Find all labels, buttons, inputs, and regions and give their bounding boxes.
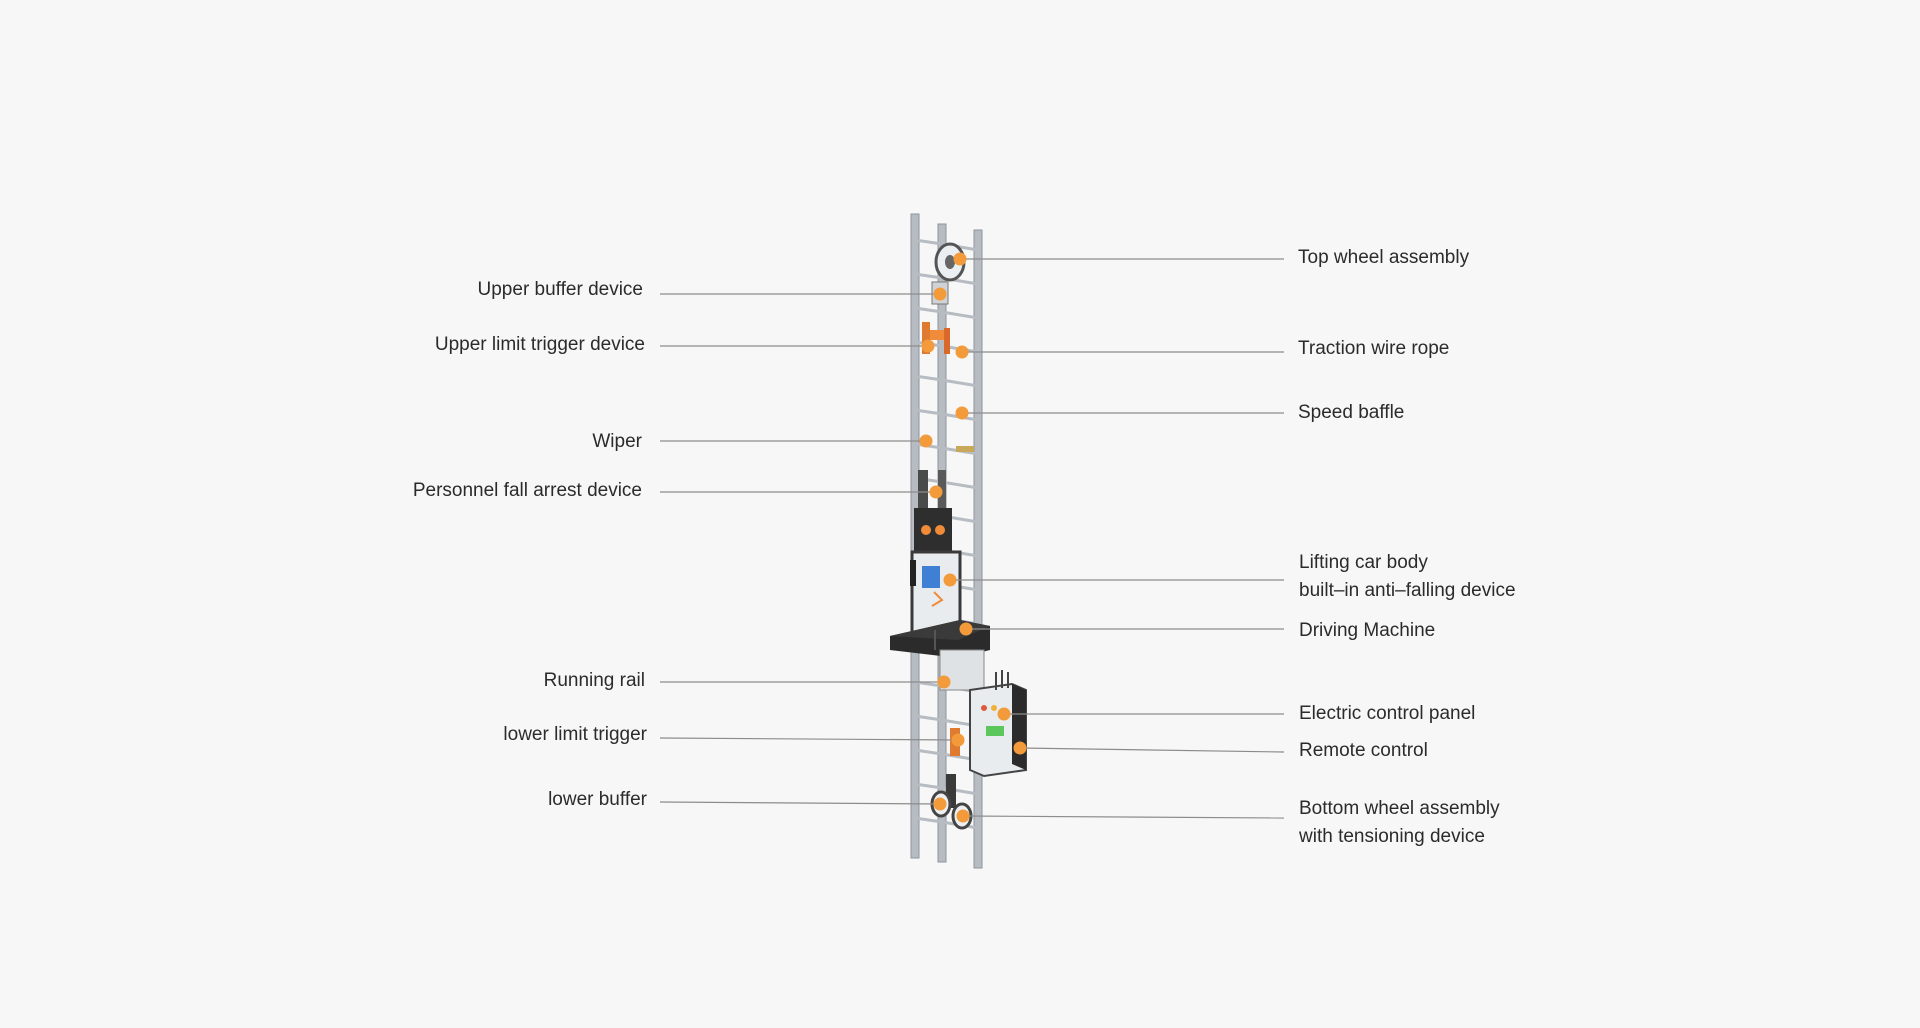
marker-right-4 [943, 573, 957, 587]
label-wiper: Wiper [592, 431, 642, 452]
leader-right-7 [1019, 747, 1285, 753]
label-traction-wire-rope: Traction wire rope [1298, 338, 1450, 359]
rung-left [914, 714, 943, 722]
label-lower-limit-trigger: lower limit trigger [503, 724, 647, 745]
marker-left-3 [919, 434, 933, 448]
label-lifting-car-body: Lifting car body built–in anti–falling d… [1299, 549, 1516, 605]
rung-left [914, 782, 943, 790]
label-personnel-fall-arrest-device: Personnel fall arrest device [412, 480, 642, 501]
leader-lines [659, 258, 1285, 819]
marker-right-3 [955, 406, 969, 420]
rung-left [914, 680, 943, 688]
label-speed-baffle: Speed baffle [1298, 402, 1405, 423]
rung-left [914, 238, 943, 246]
label-electric-control-panel: Electric control panel [1299, 703, 1476, 724]
rail-3 [973, 229, 983, 869]
rung-left [914, 306, 943, 314]
label-bottom-wheel-assembly-line2: with tensioning device [1299, 826, 1485, 847]
marker-right-5 [959, 622, 973, 636]
leader-left-6 [659, 737, 959, 741]
rung-left [914, 374, 943, 382]
label-bottom-wheel-assembly: Bottom wheel assembly with tensioning de… [1299, 795, 1500, 851]
rung-left [914, 272, 943, 280]
marker-left-7 [933, 797, 947, 811]
callout-markers [919, 252, 1027, 823]
label-upper-buffer-device: Upper buffer device [477, 279, 643, 300]
label-bottom-wheel-assembly-line1: Bottom wheel assembly [1299, 798, 1500, 819]
marker-left-1 [933, 287, 947, 301]
rung-left [914, 816, 943, 824]
lifting-car-illustration [910, 508, 962, 636]
marker-right-1 [953, 252, 967, 266]
rung-left [914, 748, 943, 756]
label-top-wheel-assembly: Top wheel assembly [1298, 247, 1470, 268]
label-lower-buffer: lower buffer [548, 789, 647, 810]
rung-right [941, 310, 979, 320]
marker-right-8 [956, 809, 970, 823]
marker-right-2 [955, 345, 969, 359]
marker-left-5 [937, 675, 951, 689]
speed-baffle-illustration [956, 446, 974, 452]
leader-right-8 [962, 815, 1285, 819]
label-lifting-car-body-line1: Lifting car body [1299, 552, 1428, 573]
rung-left [914, 408, 943, 416]
marker-left-2 [921, 339, 935, 353]
marker-left-4 [929, 485, 943, 499]
label-driving-machine: Driving Machine [1299, 620, 1436, 641]
marker-right-6 [997, 707, 1011, 721]
label-running-rail: Running rail [543, 670, 645, 691]
marker-right-7 [1013, 741, 1027, 755]
label-lifting-car-body-line2: built–in anti–falling device [1299, 580, 1516, 601]
label-upper-limit-trigger-device: Upper limit trigger device [434, 334, 645, 355]
leader-left-7 [659, 801, 941, 805]
rung-right [941, 378, 979, 388]
marker-left-6 [951, 733, 965, 747]
label-remote-control: Remote control [1299, 740, 1428, 761]
upper-limit-trigger-illustration [922, 322, 950, 354]
rung-right [941, 480, 979, 490]
